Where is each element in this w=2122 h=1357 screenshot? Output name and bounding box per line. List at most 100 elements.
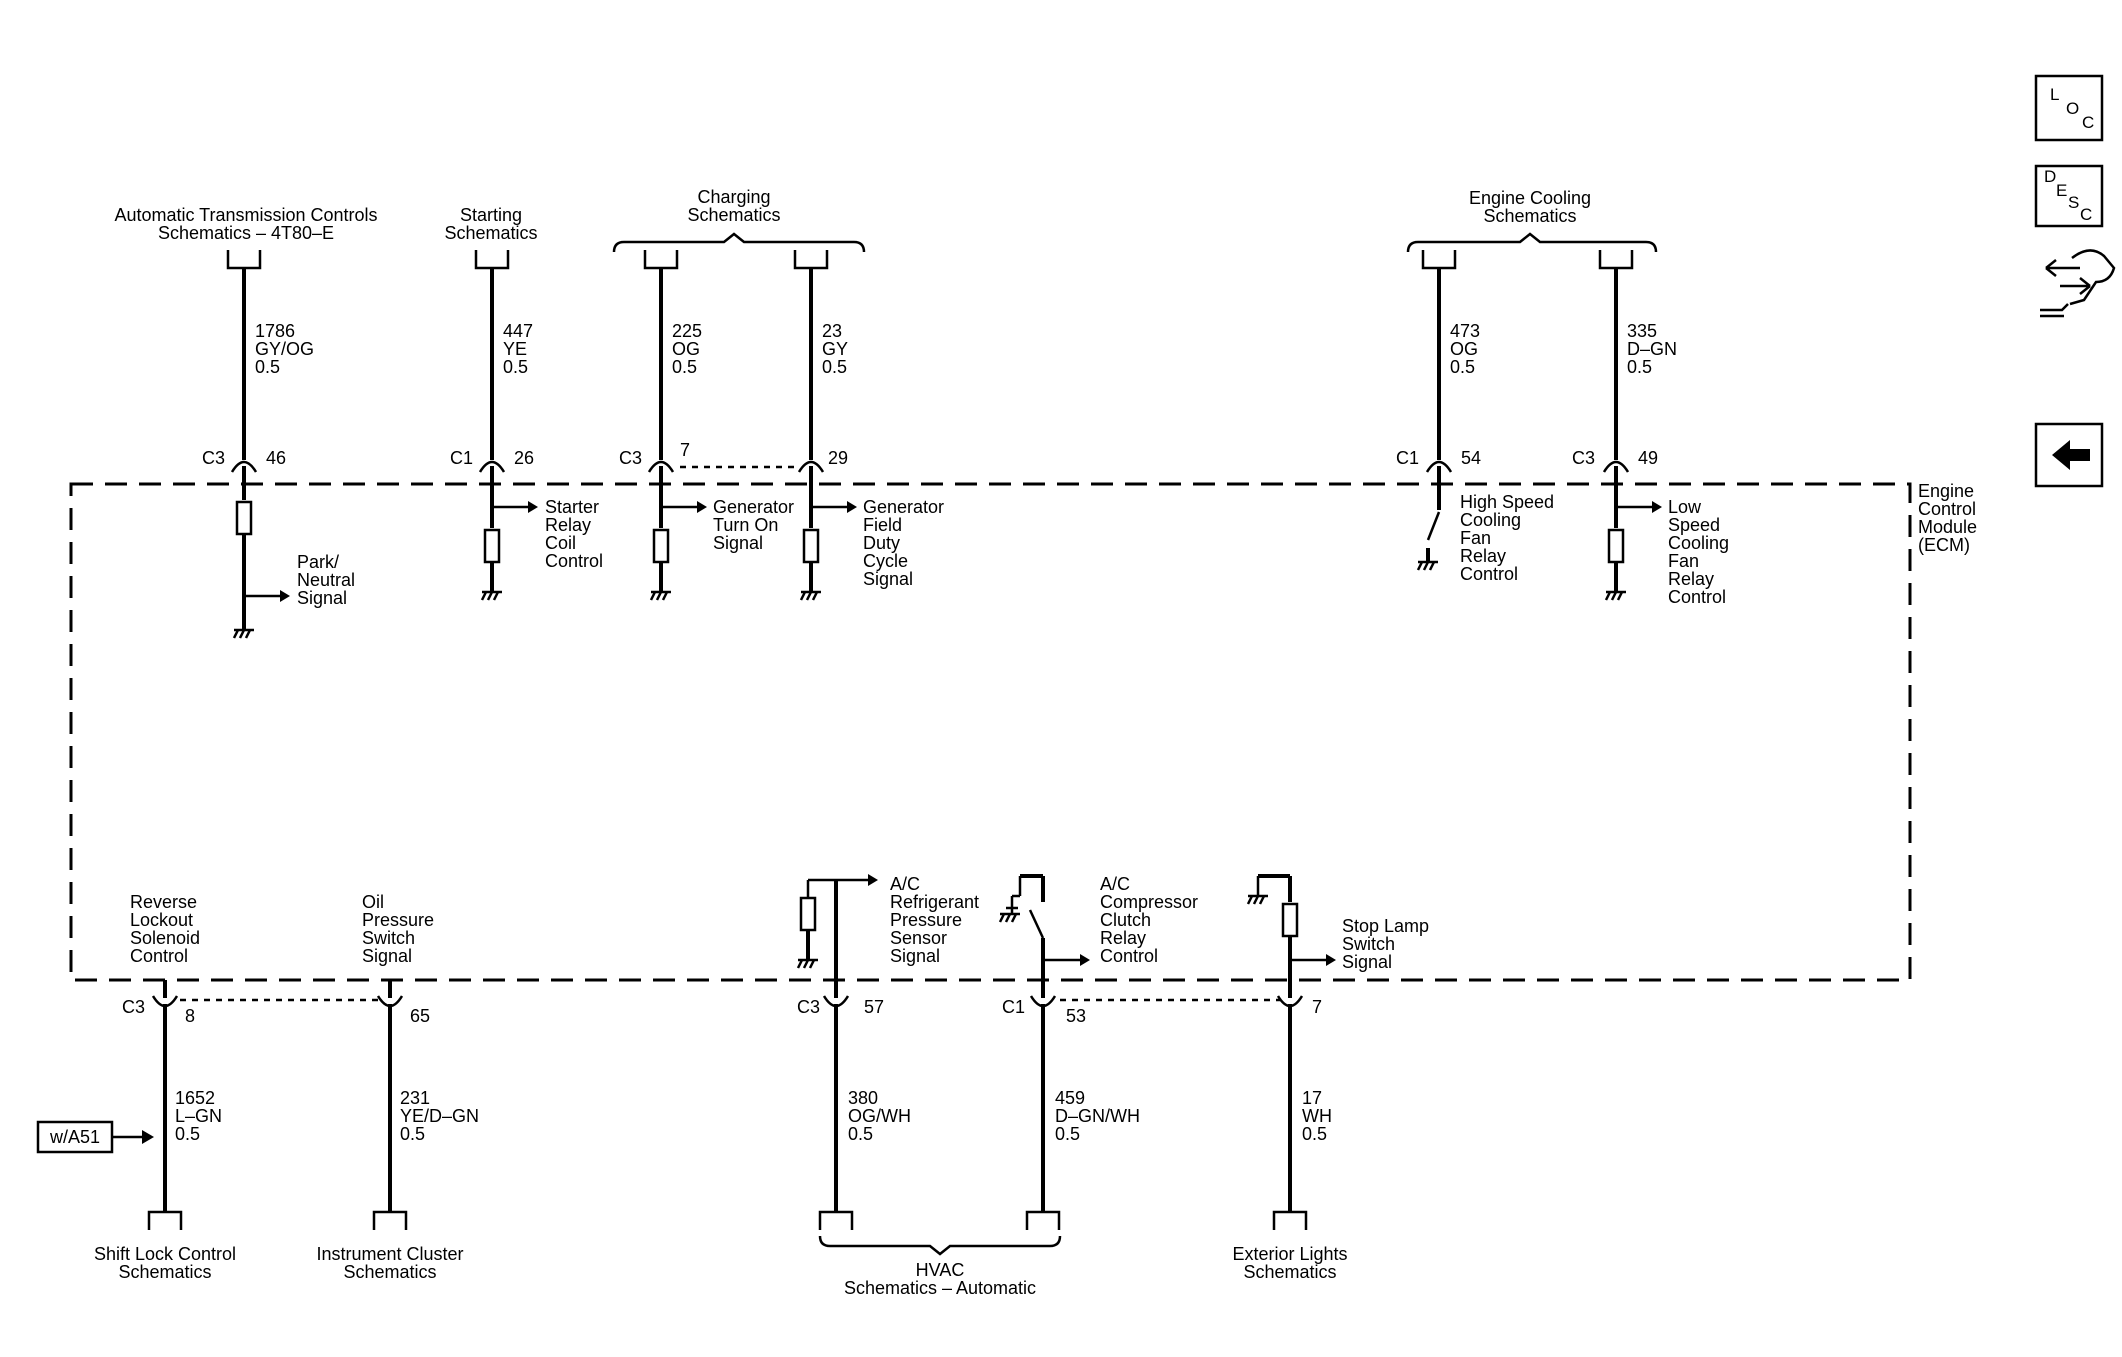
svg-text:0.5: 0.5 [1627,357,1652,377]
svg-text:High Speed: High Speed [1460,492,1554,512]
hvac-brace [818,1235,1062,1256]
svg-text:Cycle: Cycle [863,551,908,571]
wire-23: 23 GY 0.5 29 Generator Field Duty Cycle … [793,250,944,601]
wire-335: 335 D–GN 0.5 C3 49 Low Speed Cooling Fan… [1572,250,1729,607]
svg-text:380: 380 [848,1088,878,1108]
wire-1652: Reverse Lockout Solenoid Control C3 8 16… [122,892,222,1230]
svg-text:Schematics: Schematics [687,205,780,225]
svg-text:Oil: Oil [362,892,384,912]
wire-380: A/C Refrigerant Pressure Sensor Signal C… [796,874,979,1230]
ref-atc[interactable]: Automatic Transmission Controls Schemati… [114,205,377,243]
svg-text:57: 57 [864,997,884,1017]
svg-text:Charging: Charging [697,187,770,207]
svg-text:Park/: Park/ [297,552,339,572]
ref-starting[interactable]: Starting Schematics [444,205,537,243]
svg-text:Schematics: Schematics [118,1262,211,1282]
svg-text:Module: Module [1918,517,1977,537]
svg-text:Solenoid: Solenoid [130,928,200,948]
svg-text:Signal: Signal [362,946,412,966]
option-box-a51[interactable]: w/A51 [36,1120,154,1154]
svg-text:OG/WH: OG/WH [848,1106,911,1126]
svg-text:473: 473 [1450,321,1480,341]
cooling-brace [1406,232,1658,253]
svg-text:0.5: 0.5 [1450,357,1475,377]
svg-text:L–GN: L–GN [175,1106,222,1126]
svg-text:Cooling: Cooling [1460,510,1521,530]
svg-text:A/C: A/C [1100,874,1130,894]
ref-cluster[interactable]: Instrument Cluster Schematics [316,1244,463,1282]
svg-text:1786: 1786 [255,321,295,341]
svg-text:(ECM): (ECM) [1918,535,1970,555]
svg-text:YE: YE [503,339,527,359]
svg-text:Reverse: Reverse [130,892,197,912]
svg-text:0.5: 0.5 [848,1124,873,1144]
svg-text:Control: Control [1460,564,1518,584]
wrench-arrows-icon[interactable] [2040,249,2116,318]
svg-text:Signal: Signal [297,588,347,608]
svg-text:0.5: 0.5 [255,357,280,377]
svg-text:231: 231 [400,1088,430,1108]
ref-shift-lock[interactable]: Shift Lock Control Schematics [94,1244,236,1282]
svg-text:49: 49 [1638,448,1658,468]
svg-text:Engine: Engine [1918,481,1974,501]
ecm-boundary [69,482,1912,982]
ref-charging[interactable]: Charging Schematics [687,187,780,225]
ref-hvac[interactable]: HVAC Schematics – Automatic [844,1260,1036,1298]
svg-text:Schematics: Schematics [1483,206,1576,226]
svg-text:GY: GY [822,339,848,359]
desc-button[interactable]: D E S C [2034,164,2104,228]
wire-447: 447 YE 0.5 C1 26 Starter Relay Coil Cont… [450,250,603,601]
svg-text:HVAC: HVAC [916,1260,965,1280]
svg-text:Clutch: Clutch [1100,910,1151,930]
ref-cooling[interactable]: Engine Cooling Schematics [1469,188,1591,226]
svg-text:Starter: Starter [545,497,599,517]
svg-text:Refrigerant: Refrigerant [890,892,979,912]
back-button[interactable] [2034,422,2104,488]
loc-button[interactable]: L O C [2034,74,2104,142]
svg-text:23: 23 [822,321,842,341]
svg-text:WH: WH [1302,1106,1332,1126]
svg-text:w/A51: w/A51 [49,1127,100,1147]
svg-text:335: 335 [1627,321,1657,341]
svg-text:Relay: Relay [1460,546,1506,566]
svg-text:Pressure: Pressure [362,910,434,930]
svg-text:17: 17 [1302,1088,1322,1108]
svg-text:Relay: Relay [1668,569,1714,589]
svg-text:Instrument Cluster: Instrument Cluster [316,1244,463,1264]
svg-text:Signal: Signal [890,946,940,966]
svg-text:Signal: Signal [863,569,913,589]
ref-ext-lights[interactable]: Exterior Lights Schematics [1232,1244,1347,1282]
svg-text:Coil: Coil [545,533,576,553]
svg-text:Signal: Signal [1342,952,1392,972]
svg-text:C1: C1 [1002,997,1025,1017]
charging-brace [612,232,866,253]
svg-text:C3: C3 [1572,448,1595,468]
wire-225: 225 OG 0.5 C3 7 Generator Turn On Signal [619,250,794,601]
svg-text:Automatic Transmission Control: Automatic Transmission Controls [114,205,377,225]
svg-text:Control: Control [1100,946,1158,966]
svg-text:Lockout: Lockout [130,910,193,930]
svg-text:Speed: Speed [1668,515,1720,535]
svg-text:8: 8 [185,1006,195,1026]
svg-text:Schematics: Schematics [444,223,537,243]
svg-text:Schematics: Schematics [343,1262,436,1282]
svg-text:7: 7 [1312,997,1322,1017]
svg-text:Exterior Lights: Exterior Lights [1232,1244,1347,1264]
svg-text:Engine Cooling: Engine Cooling [1469,188,1591,208]
wire-459: A/C Compressor Clutch Relay Control C1 5… [998,874,1198,1230]
svg-text:Schematics: Schematics [1243,1262,1336,1282]
svg-text:Switch: Switch [362,928,415,948]
svg-text:YE/D–GN: YE/D–GN [400,1106,479,1126]
svg-text:Cooling: Cooling [1668,533,1729,553]
svg-text:54: 54 [1461,448,1481,468]
svg-text:26: 26 [514,448,534,468]
svg-text:Duty: Duty [863,533,900,553]
module-label: Engine Control Module (ECM) [1918,481,1977,555]
svg-text:447: 447 [503,321,533,341]
svg-text:Switch: Switch [1342,934,1395,954]
svg-text:Turn On: Turn On [713,515,778,535]
svg-text:Pressure: Pressure [890,910,962,930]
svg-text:1652: 1652 [175,1088,215,1108]
svg-text:Schematics – Automatic: Schematics – Automatic [844,1278,1036,1298]
svg-text:225: 225 [672,321,702,341]
